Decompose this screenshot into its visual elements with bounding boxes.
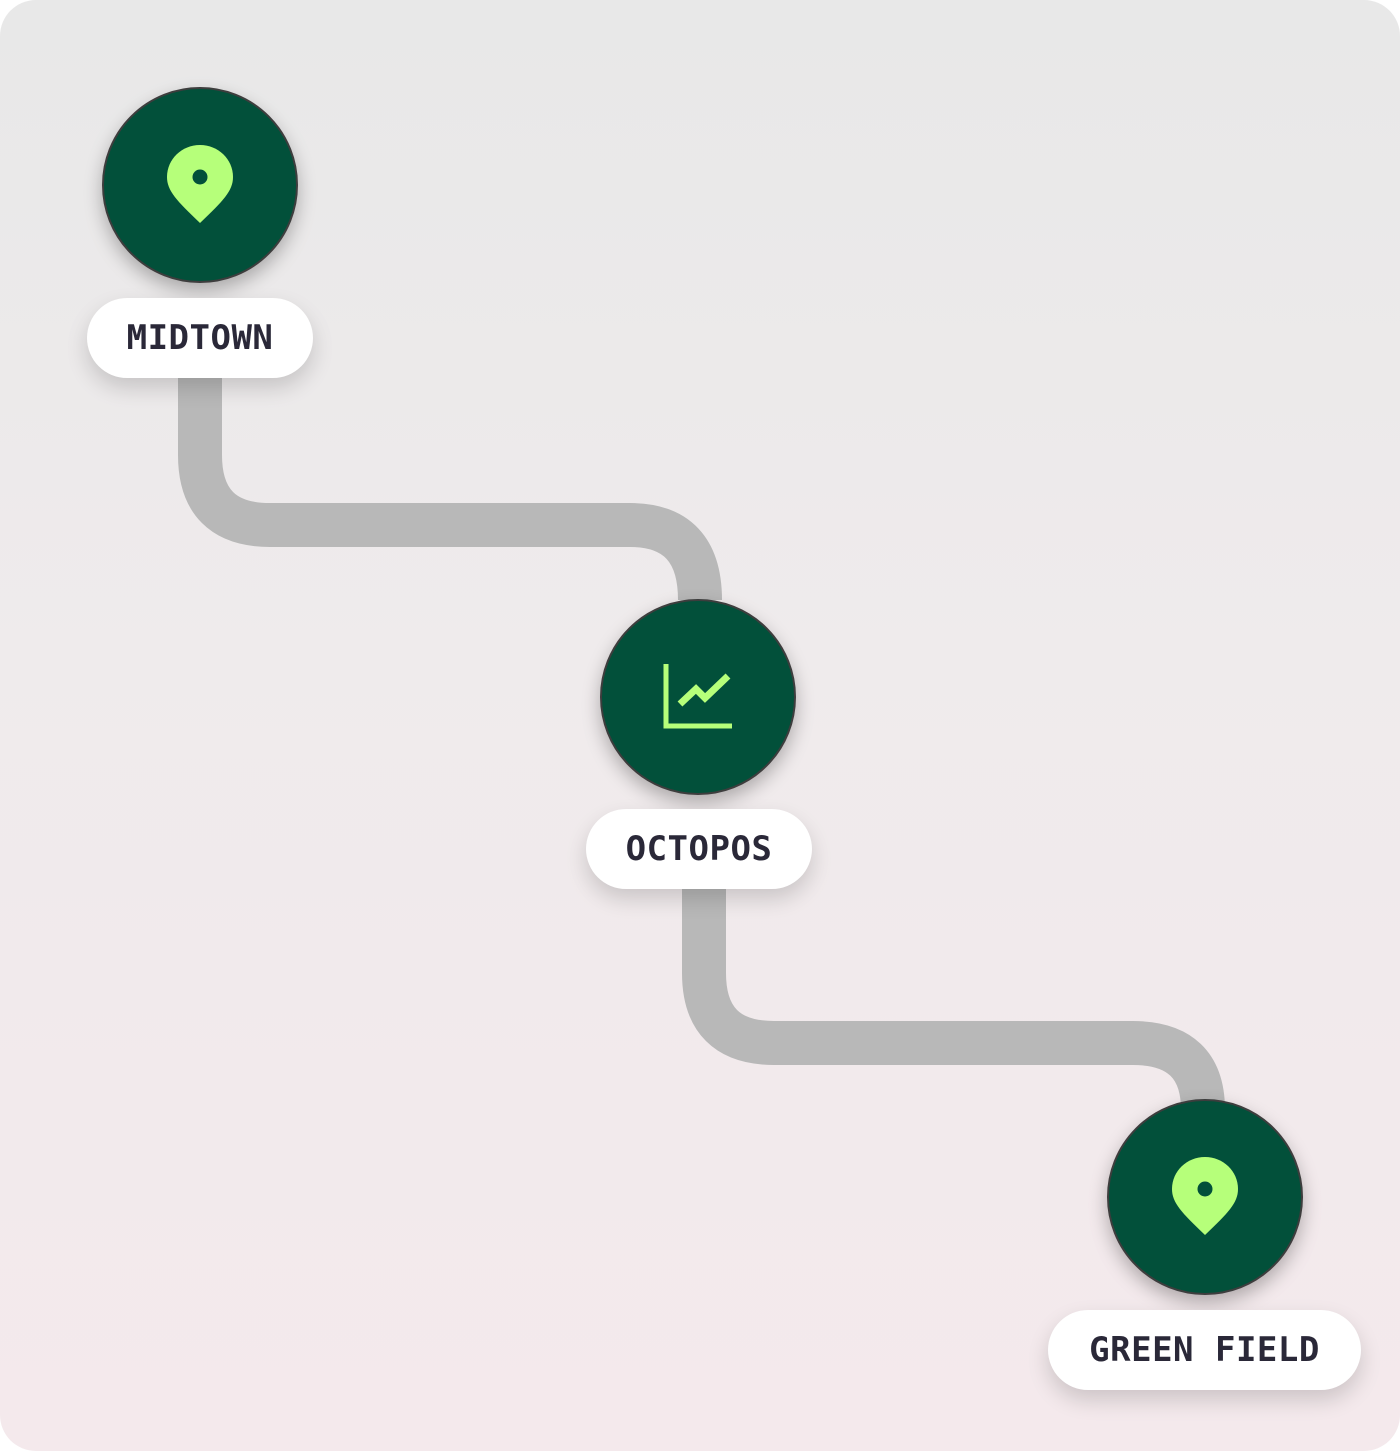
node-octopos[interactable] bbox=[600, 599, 796, 795]
line-chart-icon bbox=[663, 664, 732, 729]
location-pin-icon bbox=[1172, 1157, 1238, 1235]
location-pin-icon bbox=[167, 145, 233, 223]
node-label-text: OCTOPOS bbox=[625, 829, 773, 869]
node-label-green-field: GREEN FIELD bbox=[1048, 1310, 1361, 1390]
connector-midtown-octopos bbox=[178, 370, 722, 601]
node-label-octopos: OCTOPOS bbox=[586, 809, 812, 889]
node-green-field[interactable] bbox=[1107, 1099, 1303, 1295]
node-midtown[interactable] bbox=[102, 87, 298, 283]
connector-octopos-green-field bbox=[682, 880, 1225, 1111]
node-label-text: GREEN FIELD bbox=[1089, 1330, 1320, 1370]
node-label-midtown: MIDTOWN bbox=[87, 298, 313, 378]
node-label-text: MIDTOWN bbox=[126, 318, 274, 358]
